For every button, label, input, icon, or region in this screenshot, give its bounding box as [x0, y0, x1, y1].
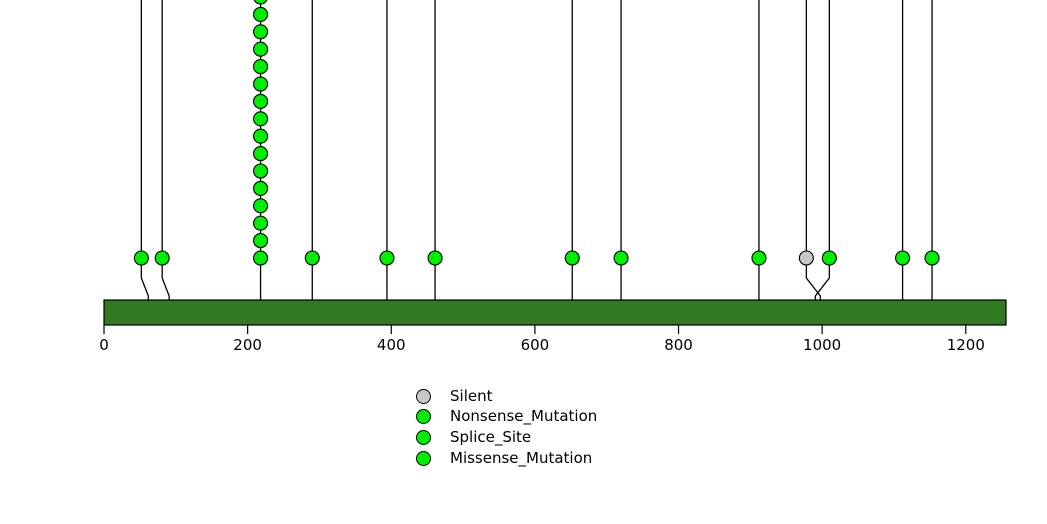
- legend-item[interactable]: Silent: [416, 386, 676, 407]
- lollipop-marker[interactable]: [253, 76, 269, 92]
- lollipop-marker[interactable]: [253, 250, 269, 266]
- lollipop-marker[interactable]: [253, 93, 269, 109]
- lollipop-stem: [161, 0, 170, 325]
- lollipop-marker[interactable]: [427, 250, 443, 266]
- lollipop-stem: [140, 0, 149, 325]
- x-axis-tick-label: 400: [376, 336, 406, 354]
- legend-swatch-nonsense-mutation: [416, 409, 431, 425]
- x-axis-ticks: [103, 325, 967, 334]
- x-axis-tick-label: 1000: [803, 336, 842, 354]
- x-axis-tick-label: 200: [233, 336, 262, 354]
- lollipop-marker[interactable]: [253, 233, 269, 249]
- lollipop-marker[interactable]: [253, 128, 269, 144]
- legend-swatch-silent: [416, 388, 431, 404]
- x-axis-tick-label: 0: [99, 336, 109, 354]
- lollipop-marker[interactable]: [924, 250, 940, 266]
- lollipop-markers: [133, 0, 940, 266]
- lollipop-marker[interactable]: [379, 250, 395, 266]
- lollipop-marker[interactable]: [253, 180, 269, 196]
- lollipop-marker[interactable]: [304, 250, 320, 266]
- lollipop-marker[interactable]: [253, 6, 269, 22]
- lollipop-marker[interactable]: [253, 59, 269, 75]
- lollipop-marker[interactable]: [253, 24, 269, 40]
- lollipop-marker[interactable]: [154, 250, 170, 266]
- x-axis-tick-label: 1200: [946, 336, 985, 354]
- lollipop-marker[interactable]: [895, 250, 911, 266]
- legend: Silent Nonsense_Mutation Splice_Site Mis…: [416, 386, 676, 468]
- legend-label-splice-site: Splice_Site: [450, 427, 532, 446]
- protein-domain-bar: [103, 299, 1007, 326]
- legend-label-silent: Silent: [450, 386, 493, 405]
- lollipop-marker[interactable]: [253, 0, 268, 5]
- lollipop-marker[interactable]: [613, 250, 629, 266]
- lollipop-marker[interactable]: [253, 41, 269, 57]
- legend-swatch-missense-mutation: [416, 450, 431, 466]
- protein-domain-bar-group: [103, 299, 1007, 326]
- lollipop-marker[interactable]: [253, 198, 269, 214]
- lollipop-marker[interactable]: [253, 215, 269, 231]
- legend-swatch-splice-site: [416, 429, 431, 445]
- lollipop-stem: [814, 0, 830, 325]
- x-axis-tick-label: 600: [520, 336, 550, 354]
- legend-item[interactable]: Splice_Site: [416, 427, 676, 448]
- lollipop-marker[interactable]: [133, 250, 149, 266]
- lollipop-marker[interactable]: [253, 163, 269, 179]
- legend-item[interactable]: Missense_Mutation: [416, 448, 676, 469]
- x-axis: [103, 325, 967, 334]
- lollipop-stem: [805, 0, 822, 325]
- lollipop-marker[interactable]: [751, 250, 767, 266]
- lollipop-marker[interactable]: [798, 250, 814, 266]
- lollipop-marker[interactable]: [821, 250, 837, 266]
- legend-item[interactable]: Nonsense_Mutation: [416, 407, 676, 428]
- lollipop-marker[interactable]: [564, 250, 580, 266]
- lollipop-marker[interactable]: [253, 146, 269, 162]
- x-axis-tick-label: 800: [664, 336, 693, 354]
- legend-label-nonsense-mutation: Nonsense_Mutation: [450, 407, 598, 426]
- legend-label-missense-mutation: Missense_Mutation: [450, 448, 593, 467]
- lollipop-marker[interactable]: [253, 111, 269, 127]
